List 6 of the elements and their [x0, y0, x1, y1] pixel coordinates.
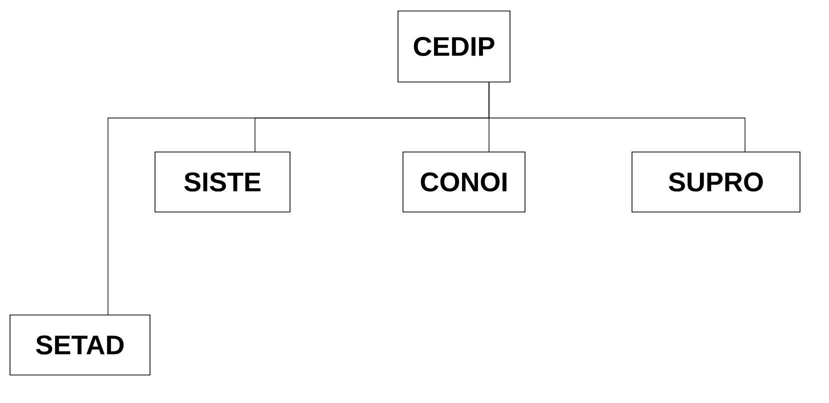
org-box: SISTE: [154, 152, 290, 212]
org-box: SUPRO: [632, 152, 800, 212]
connector-line: [108, 82, 490, 315]
org-box: CONOI: [402, 152, 526, 212]
org-box: SETAD: [10, 314, 150, 376]
org-box: CEDIP: [398, 10, 510, 82]
